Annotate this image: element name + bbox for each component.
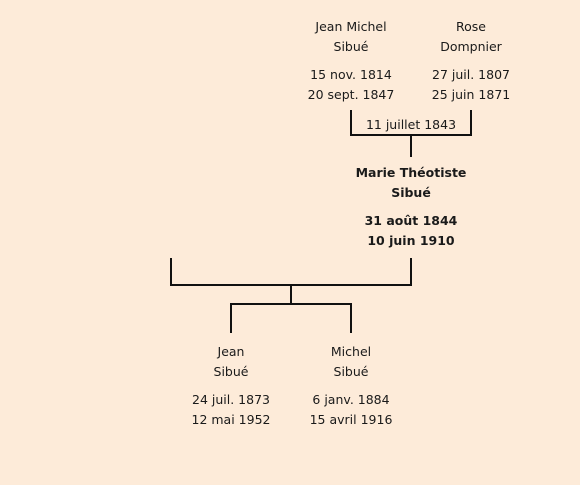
children-bracket-line	[230, 303, 352, 305]
couple-bracket-line	[170, 284, 412, 286]
child-last-name: Sibué	[213, 364, 249, 379]
child-birth-date: 24 juil. 1873	[192, 392, 270, 407]
parents-marriage-date: 11 juillet 1843	[365, 117, 457, 132]
father-card[interactable]: Jean Michel Sibué 15 nov. 1814 20 sept. …	[286, 17, 416, 105]
child-first-name: Michel	[330, 344, 372, 359]
focus-last-name: Sibué	[391, 185, 431, 200]
mother-birth-date: 27 juil. 1807	[432, 67, 510, 82]
child-death-date: 15 avril 1916	[309, 412, 393, 427]
father-death-date: 20 sept. 1847	[307, 87, 395, 102]
mother-card[interactable]: Rose Dompnier 27 juil. 1807 25 juin 1871	[406, 17, 536, 105]
father-birth-date: 15 nov. 1814	[310, 67, 392, 82]
mother-last-name: Dompnier	[440, 39, 502, 54]
father-last-name: Sibué	[333, 39, 369, 54]
focus-person-card[interactable]: Marie Théotiste Sibué 31 août 1844 10 ju…	[346, 163, 476, 251]
child-card[interactable]: Jean Sibué 24 juil. 1873 12 mai 1952	[166, 342, 296, 430]
focus-death-date: 10 juin 1910	[367, 233, 455, 248]
mother-death-date: 25 juin 1871	[431, 87, 511, 102]
mother-connector-line	[470, 110, 472, 136]
father-connector-line	[350, 110, 352, 136]
child-card[interactable]: Michel Sibué 6 janv. 1884 15 avril 1916	[286, 342, 416, 430]
couple-to-children-line	[290, 286, 292, 304]
focus-birth-date: 31 août 1844	[364, 213, 458, 228]
father-first-name: Jean Michel	[315, 19, 387, 34]
parents-to-focus-line	[410, 136, 412, 157]
mother-first-name: Rose	[456, 19, 486, 34]
parents-bracket-line	[350, 134, 472, 136]
child-1-connector-line	[230, 303, 232, 333]
focus-down-line	[410, 258, 412, 286]
child-death-date: 12 mai 1952	[191, 412, 271, 427]
child-last-name: Sibué	[333, 364, 369, 379]
focus-first-name: Marie Théotiste	[355, 165, 467, 180]
child-first-name: Jean	[217, 344, 245, 359]
child-birth-date: 6 janv. 1884	[312, 392, 390, 407]
child-2-connector-line	[350, 303, 352, 333]
spouse-down-line	[170, 258, 172, 286]
